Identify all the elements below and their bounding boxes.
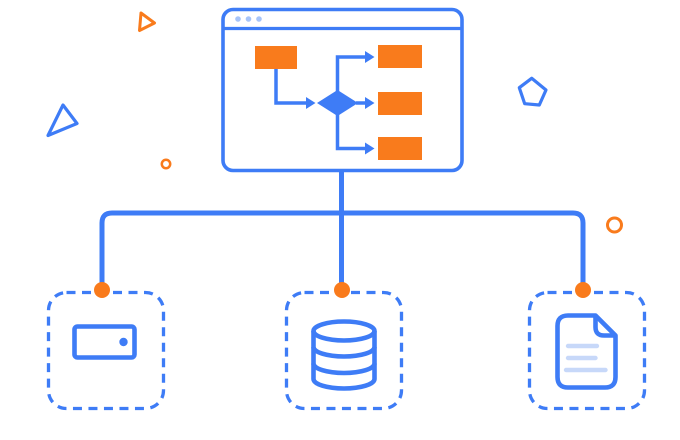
browser-window	[221, 7, 464, 173]
connector-tree	[99, 149, 586, 290]
database-box	[284, 282, 404, 411]
circle-icon	[606, 216, 623, 234]
arrowhead-icon	[365, 142, 375, 155]
arrowhead-icon	[365, 97, 375, 109]
window-dot	[256, 16, 262, 22]
flow-end-node	[378, 92, 422, 115]
flow-end-node	[378, 45, 422, 68]
document-icon	[555, 313, 618, 390]
server-box	[46, 282, 166, 411]
flowchart	[255, 45, 422, 160]
flow-edge	[274, 69, 306, 105]
connection-dot	[575, 282, 591, 298]
decorations	[46, 11, 623, 234]
connection-dot	[334, 282, 350, 298]
flow-edge	[335, 114, 365, 151]
connection-dot	[94, 282, 110, 298]
server-icon	[72, 324, 137, 360]
dashed-container	[46, 290, 166, 411]
flow-edge	[335, 55, 365, 92]
database-icon	[311, 319, 377, 391]
window-dot	[235, 16, 241, 22]
bus-connector	[99, 210, 586, 290]
pentagon-icon	[517, 76, 548, 107]
window-controls	[235, 16, 262, 22]
flow-start-node	[255, 46, 297, 69]
window-dot	[245, 16, 252, 22]
dashed-container	[527, 290, 647, 411]
triangle-icon	[138, 11, 156, 32]
dashed-container	[284, 290, 404, 411]
browser-frame	[221, 7, 464, 173]
arrowhead-icon	[365, 51, 375, 63]
circle-icon	[160, 158, 172, 170]
flow-decision-diamond	[317, 90, 358, 116]
arrowhead-icon	[306, 97, 316, 109]
triangle-icon	[46, 103, 79, 138]
flow-end-node	[378, 137, 422, 160]
document-box	[527, 282, 647, 411]
